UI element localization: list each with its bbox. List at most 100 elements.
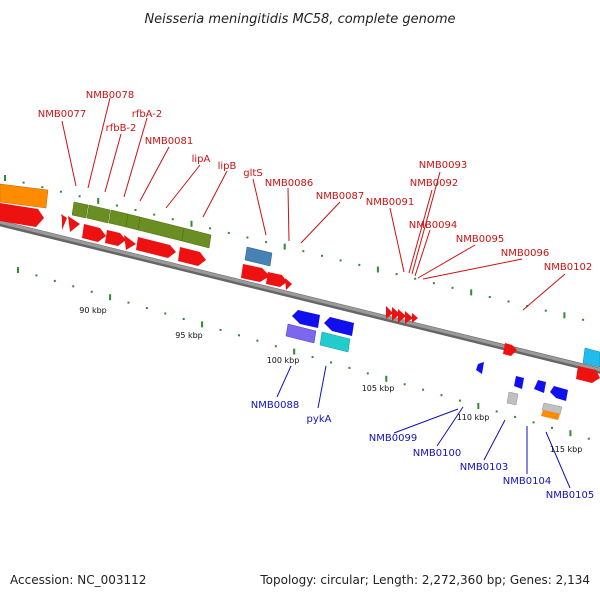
- minor-tick: [227, 231, 230, 234]
- gene-feature[interactable]: [181, 227, 212, 249]
- gene-label-nmb0087[interactable]: NMB0087: [316, 191, 364, 202]
- gene-feature[interactable]: [125, 213, 141, 231]
- minor-tick: [35, 274, 38, 277]
- gene-label-lipa[interactable]: lipA: [192, 154, 211, 165]
- gene-label-nmb0091[interactable]: NMB0091: [366, 197, 414, 208]
- gene-feature[interactable]: [71, 201, 89, 219]
- minor-tick: [59, 190, 62, 193]
- gene-feature[interactable]: [541, 410, 560, 420]
- gene-feature[interactable]: [137, 216, 185, 242]
- minor-tick: [127, 301, 130, 304]
- gene-label-nmb0078[interactable]: NMB0078: [86, 90, 134, 101]
- accession-text: Accession: NC_003112: [10, 573, 147, 587]
- minor-tick: [458, 399, 461, 402]
- gene-label-nmb0077[interactable]: NMB0077: [38, 109, 86, 120]
- gene-feature[interactable]: [178, 247, 206, 266]
- gene-feature[interactable]: [68, 216, 80, 232]
- gene-feature[interactable]: [405, 311, 413, 324]
- major-tick: [190, 220, 193, 227]
- gene-label-nmb0103[interactable]: NMB0103: [460, 462, 508, 473]
- minor-tick: [321, 254, 323, 257]
- major-tick: [4, 175, 6, 181]
- gene-label-nmb0095[interactable]: NMB0095: [456, 234, 504, 245]
- gene-label-nmb0099[interactable]: NMB0099: [369, 433, 417, 444]
- gene-feature[interactable]: [105, 230, 126, 246]
- gene-feature[interactable]: [319, 331, 351, 353]
- gene-label-rfba-2[interactable]: rfbA-2: [132, 109, 163, 120]
- gene-feature[interactable]: [476, 362, 484, 374]
- gene-feature[interactable]: [124, 235, 136, 250]
- gene-feature[interactable]: [266, 272, 287, 287]
- gene-feature[interactable]: [292, 310, 320, 328]
- gene-feature[interactable]: [506, 391, 519, 406]
- gene-label-lipb[interactable]: lipB: [218, 161, 237, 172]
- gene-feature[interactable]: [412, 313, 418, 323]
- gene-feature[interactable]: [550, 386, 568, 401]
- minor-tick: [78, 195, 81, 198]
- gene-feature[interactable]: [576, 366, 600, 383]
- minor-tick: [358, 263, 361, 266]
- minor-tick: [514, 415, 517, 418]
- minor-tick: [53, 279, 56, 282]
- major-tick: [563, 312, 566, 319]
- gene-feature[interactable]: [582, 347, 600, 368]
- gene-label-nmb0104[interactable]: NMB0104: [503, 476, 551, 487]
- gene-feature[interactable]: [285, 323, 317, 344]
- minor-tick: [153, 213, 156, 216]
- scale-labels: 90 kbp 95 kbp 100 kbp 105 kbp 110 kbp 11…: [79, 306, 582, 454]
- gene-label-glts[interactable]: gltS: [243, 168, 262, 179]
- minor-tick: [164, 312, 167, 315]
- gene-label-nmb0081[interactable]: NMB0081: [145, 136, 193, 147]
- gene-label-rfbb-2[interactable]: rfbB-2: [106, 123, 137, 134]
- gene-label-nmb0102[interactable]: NMB0102: [544, 262, 592, 273]
- forward-leader-lines: [61, 97, 566, 311]
- gene-label-nmb0094[interactable]: NMB0094: [409, 220, 457, 231]
- minor-tick: [348, 366, 351, 369]
- gene-feature[interactable]: [244, 246, 273, 267]
- gene-feature[interactable]: [241, 264, 270, 282]
- gene-label-nmb0092[interactable]: NMB0092: [410, 178, 458, 189]
- gene-feature[interactable]: [61, 214, 67, 230]
- gene-feature[interactable]: [386, 306, 393, 319]
- inner-tick-marks: [17, 267, 590, 440]
- gene-feature[interactable]: [514, 376, 524, 389]
- minor-tick: [182, 318, 185, 320]
- forward-strand-features: [0, 183, 600, 383]
- minor-tick: [274, 345, 277, 348]
- gene-label-nmb0093[interactable]: NMB0093: [419, 160, 467, 171]
- gene-feature[interactable]: [86, 204, 111, 224]
- minor-tick: [265, 241, 268, 244]
- gene-feature[interactable]: [0, 183, 49, 209]
- scale-label-115kbp: 115 kbp: [550, 445, 583, 454]
- minor-tick: [41, 186, 44, 189]
- minor-tick: [90, 290, 93, 293]
- gene-feature[interactable]: [534, 380, 546, 393]
- gene-feature[interactable]: [285, 278, 292, 290]
- minor-tick: [311, 356, 314, 359]
- minor-tick: [145, 307, 148, 310]
- gene-feature[interactable]: [82, 224, 106, 242]
- scale-label-110kbp: 110 kbp: [457, 413, 490, 422]
- gene-feature[interactable]: [503, 343, 517, 356]
- minor-tick: [22, 181, 25, 184]
- gene-feature[interactable]: [392, 307, 400, 321]
- gene-label-nmb0096[interactable]: NMB0096: [501, 248, 549, 259]
- gene-feature[interactable]: [398, 309, 406, 323]
- genome-summary-text: Topology: circular; Length: 2,272,360 bp…: [260, 573, 590, 587]
- gene-feature[interactable]: [136, 237, 176, 258]
- gene-label-nmb0088[interactable]: NMB0088: [251, 400, 299, 411]
- minor-tick: [256, 339, 259, 342]
- major-tick: [201, 321, 204, 328]
- minor-tick: [587, 437, 590, 440]
- gene-feature[interactable]: [324, 317, 354, 336]
- gene-label-nmb0105[interactable]: NMB0105: [546, 490, 594, 501]
- major-tick: [470, 289, 473, 296]
- gene-label-nmb0086[interactable]: NMB0086: [265, 178, 313, 189]
- gene-feature[interactable]: [108, 209, 129, 228]
- gene-label-nmb0100[interactable]: NMB0100: [413, 448, 461, 459]
- gene-feature[interactable]: [0, 203, 44, 227]
- minor-tick: [72, 285, 75, 288]
- gene-label-pyka[interactable]: pykA: [307, 414, 332, 425]
- minor-tick: [451, 286, 454, 289]
